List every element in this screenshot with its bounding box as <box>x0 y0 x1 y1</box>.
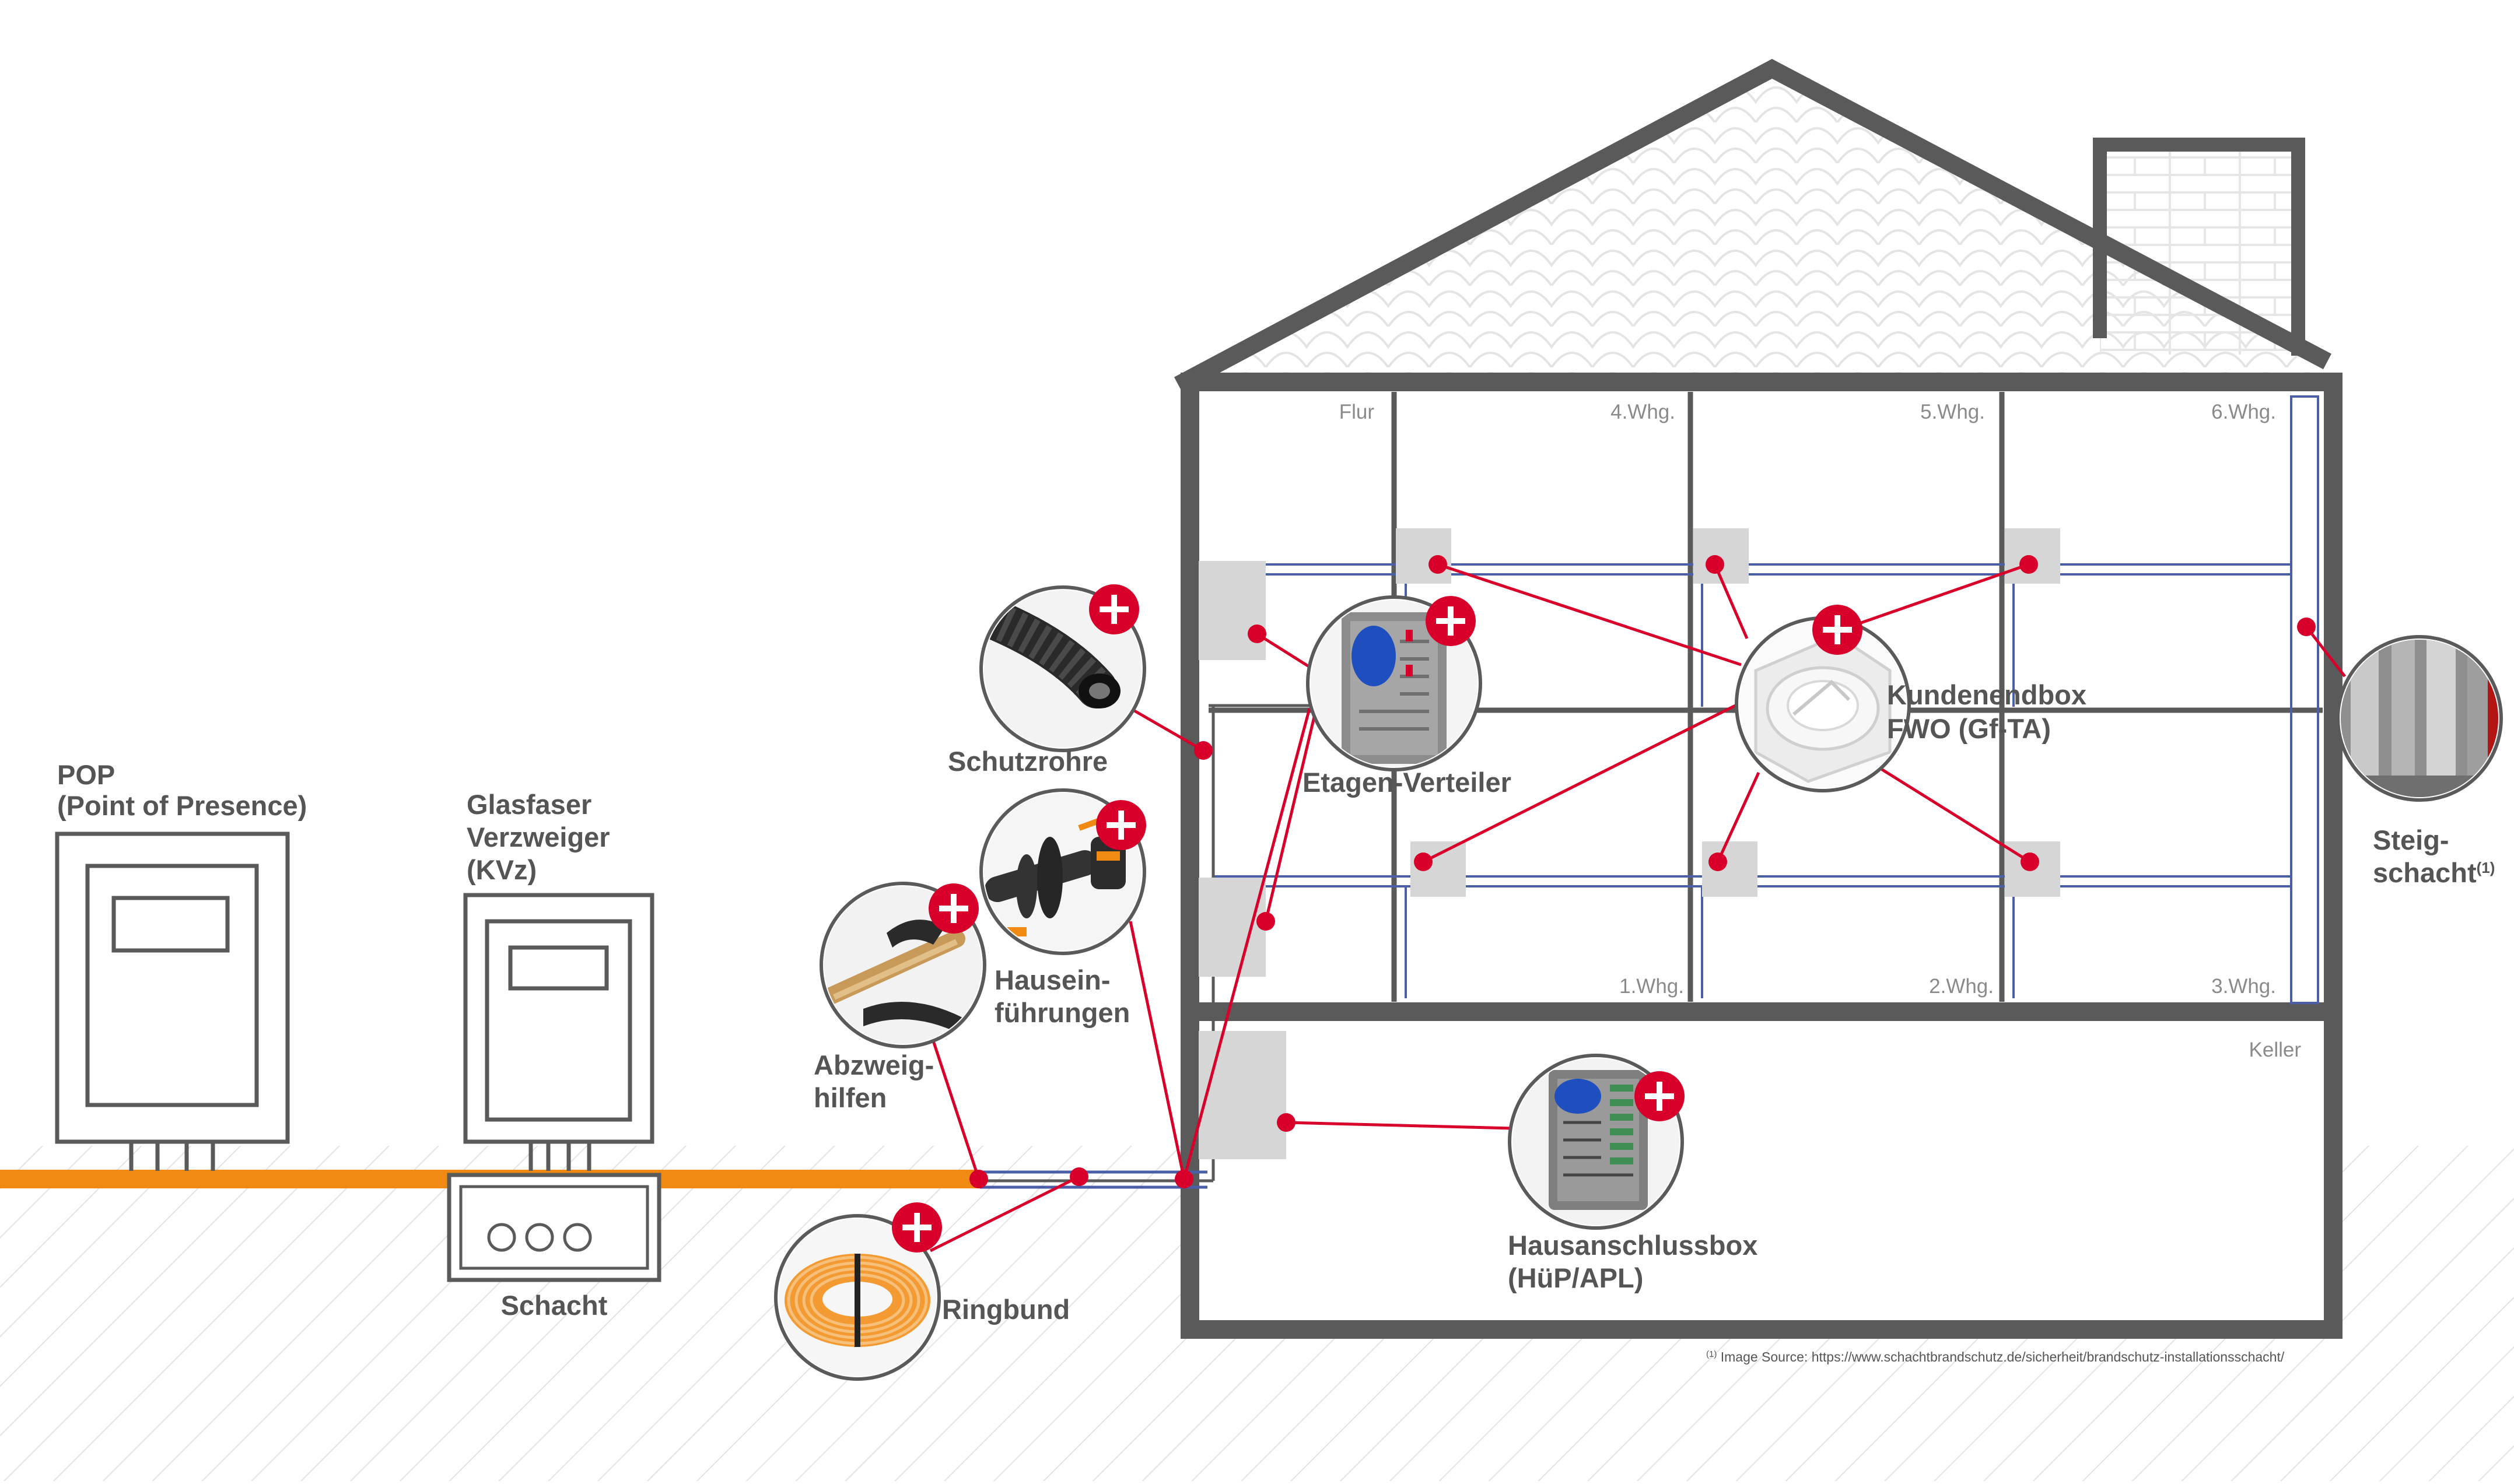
schacht-label: Schacht <box>501 1290 608 1321</box>
footnote-sup: (1) <box>1706 1349 1717 1359</box>
steigschacht-label-2-text: schacht <box>2373 857 2477 888</box>
abzweighilfen-label-2: hilfen <box>814 1082 887 1113</box>
room-w4: 4.Whg. <box>1610 401 1675 423</box>
schutzrohre-label: Schutzrohre <box>948 746 1108 777</box>
kvz-label-1: Glasfaser <box>467 789 591 820</box>
kvz-label-3: (KVz) <box>467 854 537 885</box>
hausanschlussbox-label-2: (HüP/APL) <box>1508 1262 1643 1293</box>
roof-outline <box>1174 59 2331 393</box>
room-w3: 3.Whg. <box>2211 975 2276 998</box>
schutzrohre-plus-icon[interactable] <box>1089 584 1139 634</box>
connector-lines <box>929 563 2346 1253</box>
kundenendbox-plus-icon[interactable] <box>1812 605 1862 655</box>
riser-shaft <box>2290 395 2319 1004</box>
room-flur: Flur <box>1339 401 1375 423</box>
kundenendbox-bubble[interactable] <box>1735 616 1911 792</box>
hauseinfuehrungen-label-1: Hausein- <box>995 964 1111 995</box>
steigschacht-bubble[interactable] <box>2336 635 2505 802</box>
pop-cabinet-icon <box>55 832 290 1171</box>
distribution-boxes <box>1199 528 2060 1159</box>
abzweighilfen-plus-icon[interactable] <box>929 883 979 934</box>
roof-tiles <box>1200 69 2324 382</box>
hausanschlussbox-plus-icon[interactable] <box>1634 1071 1685 1121</box>
pop-label-1: POP <box>57 759 115 790</box>
room-w6: 6.Whg. <box>2211 401 2276 423</box>
etagen-verteiler-plus-icon[interactable] <box>1426 596 1476 646</box>
hausanschlussbox-label-1: Hausanschlussbox <box>1508 1230 1757 1261</box>
kundenendbox-label-1: Kundenendbox <box>1887 679 2086 710</box>
room-keller: Keller <box>2249 1039 2302 1061</box>
ringbund-plus-icon[interactable] <box>892 1202 942 1253</box>
room-w1: 1.Whg. <box>1619 975 1684 998</box>
kvz-label-2: Verzweiger <box>467 822 610 852</box>
abzweighilfen-bubble[interactable] <box>820 882 986 1050</box>
room-w2: 2.Whg. <box>1929 975 1994 998</box>
abzweighilfen-label-1: Abzweig- <box>814 1050 934 1080</box>
etagen-verteiler-label: Etagen-Verteiler <box>1302 767 1511 798</box>
kvz-cabinet-icon <box>463 893 654 1171</box>
kundenendbox-label-2: FWO (Gf-TA) <box>1887 713 2051 744</box>
steigschacht-sup: (1) <box>2477 859 2495 876</box>
ringbund-label: Ringbund <box>942 1294 1070 1325</box>
pop-label-2: (Point of Presence) <box>57 790 307 821</box>
house-walls <box>1181 373 2343 1339</box>
connection-dots <box>969 555 2316 1188</box>
room-w5: 5.Whg. <box>1920 401 1985 423</box>
hauseinfuehrungen-plus-icon[interactable] <box>1096 800 1146 850</box>
manhole-icon <box>447 1173 661 1282</box>
steigschacht-label-2: schacht(1) <box>2373 857 2495 888</box>
steigschacht-label-1: Steig- <box>2373 825 2449 855</box>
hauseinfuehrungen-label-2: führungen <box>995 997 1130 1028</box>
footnote: (1) Image Source: https://www.schachtbra… <box>1706 1349 2285 1364</box>
footnote-text: Image Source: https://www.schachtbrandsc… <box>1717 1349 2284 1364</box>
